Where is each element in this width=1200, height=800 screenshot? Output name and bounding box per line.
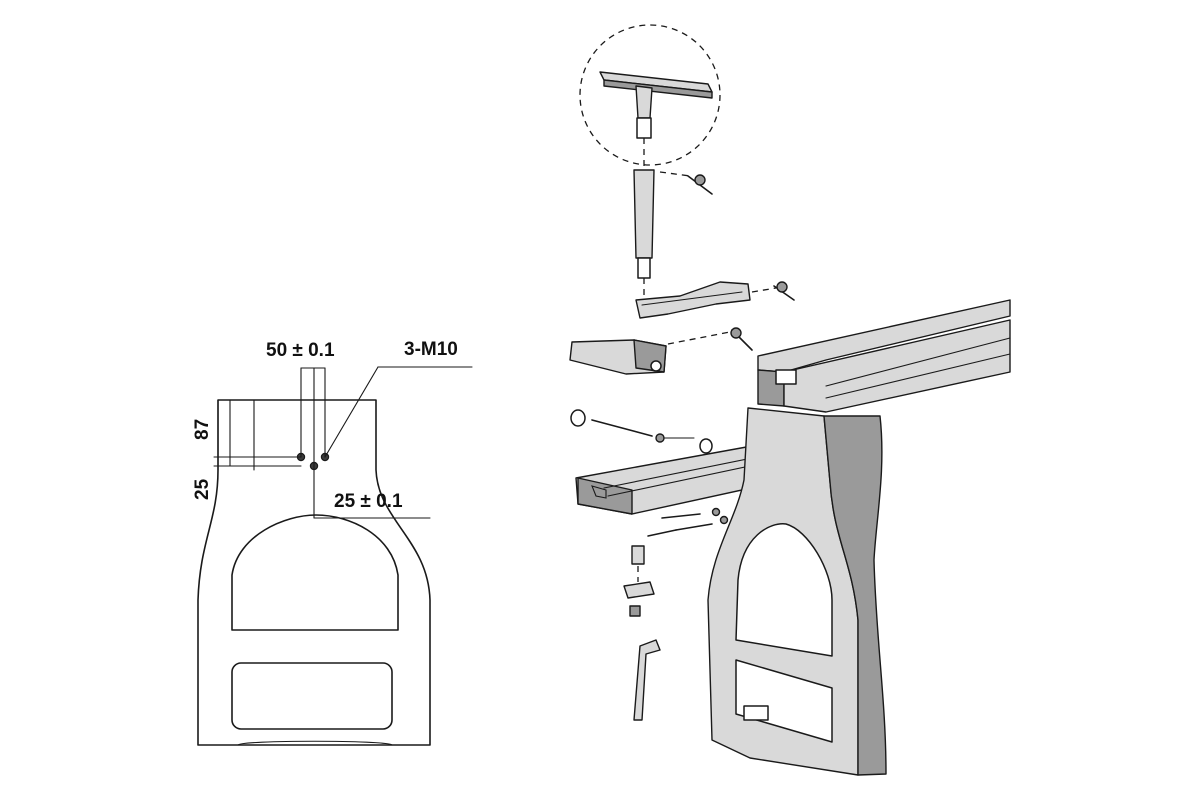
lower-height-label: 25 — [192, 478, 213, 500]
swing-arm — [635, 281, 751, 319]
clamp-plate — [623, 545, 655, 617]
leg-stand — [707, 407, 887, 776]
thread-callout-label: 3-M10 — [404, 339, 458, 360]
banjo-locking-handle — [667, 327, 753, 351]
leg-front-outline — [197, 399, 431, 746]
lower-spacing-label: 25 ± 0.1 — [334, 491, 403, 512]
dimension-lines — [213, 366, 473, 519]
exploded-view — [569, 24, 1011, 776]
post-locking-handle — [659, 171, 713, 195]
dimension-drawing: 50 ± 0.1 3-M10 87 25 25 ± 0.1 — [192, 339, 473, 746]
tool-rest-t-bar — [599, 71, 713, 168]
hex-key — [633, 639, 661, 721]
detail-circle — [579, 24, 721, 166]
leg-lower-opening — [231, 662, 393, 730]
hole-spacing-label: 50 ± 0.1 — [266, 340, 335, 361]
tool-rest-post — [633, 169, 655, 300]
swing-arm-locking-handle — [751, 281, 795, 301]
clamp-bolt — [570, 409, 713, 454]
upper-height-label: 87 — [192, 419, 213, 440]
leg-arch-opening — [231, 514, 399, 631]
banjo-base — [569, 339, 667, 375]
lathe-bed — [757, 299, 1011, 413]
